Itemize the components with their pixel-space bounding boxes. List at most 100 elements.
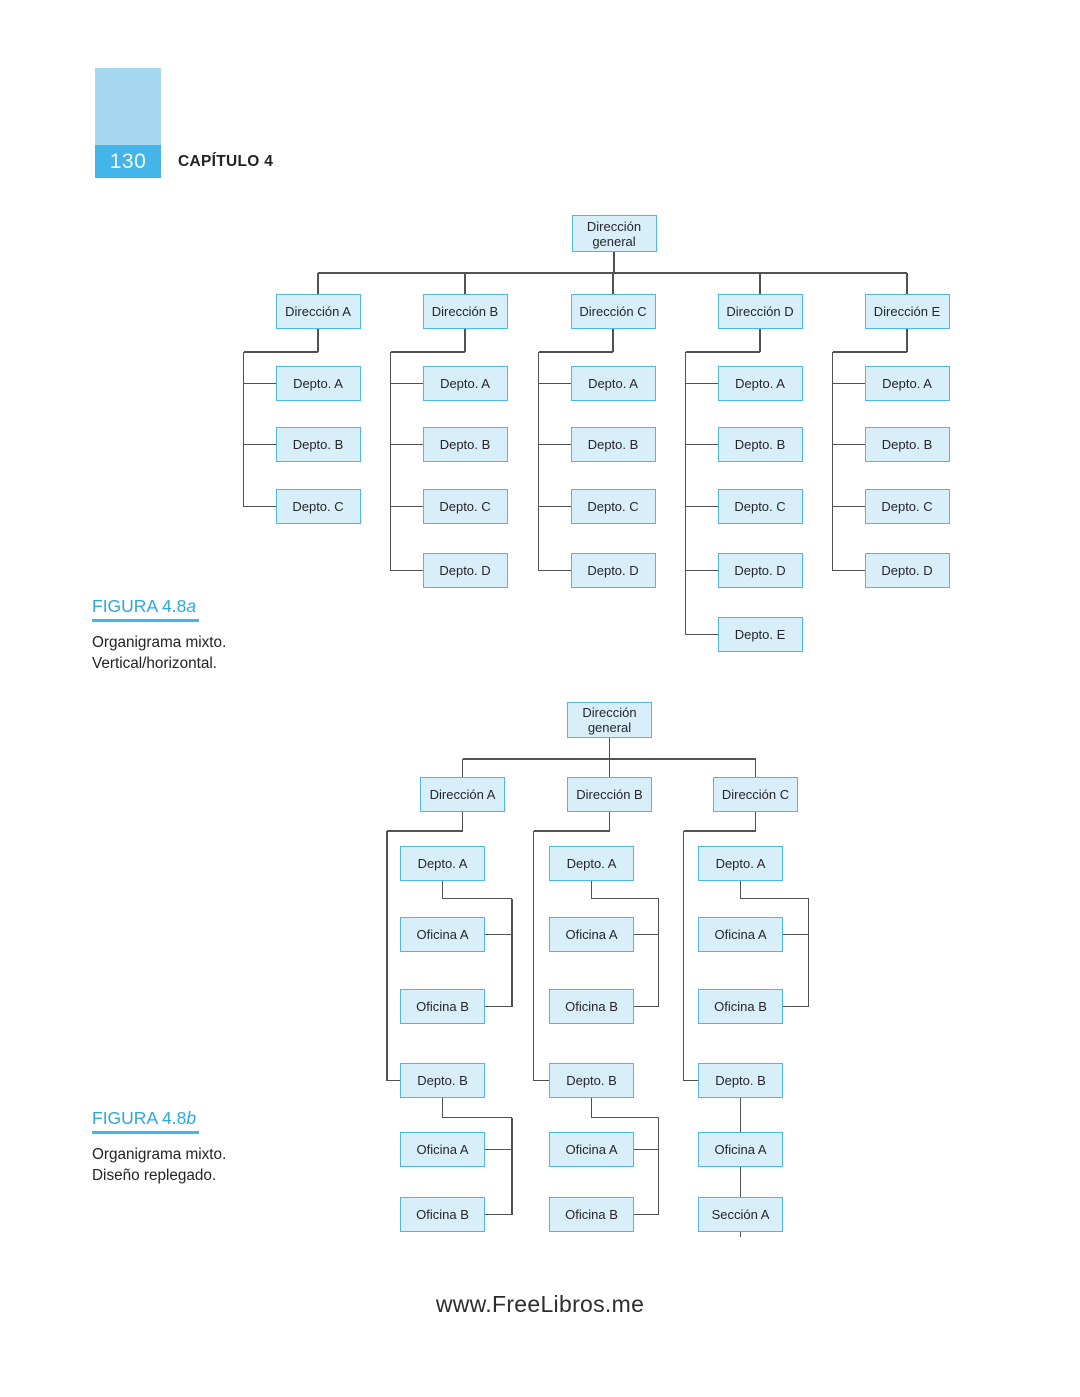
figure-a-caption-line1: Organigrama mixto. bbox=[92, 634, 227, 651]
org-chart-node-label: Depto. C bbox=[292, 499, 344, 514]
org-chart-node-label: Dirección general bbox=[582, 705, 637, 735]
connector-line bbox=[685, 569, 718, 572]
connector-line bbox=[739, 1098, 742, 1132]
org-chart-node: Dirección general bbox=[571, 215, 657, 252]
connector-line bbox=[685, 351, 760, 353]
org-chart-node: Depto. A bbox=[864, 366, 950, 401]
connector-line bbox=[464, 329, 466, 352]
chapter-heading: CAPÍTULO 4 bbox=[178, 152, 274, 170]
connector-line bbox=[591, 1116, 659, 1119]
connector-line bbox=[485, 933, 512, 936]
connector-line bbox=[441, 881, 444, 899]
org-chart-node-label: Dirección D bbox=[726, 304, 794, 319]
org-chart-node: Depto. A bbox=[275, 366, 361, 401]
connector-line bbox=[387, 830, 463, 832]
connector-line bbox=[243, 351, 318, 353]
connector-line bbox=[608, 738, 611, 759]
org-chart-node-label: Dirección C bbox=[579, 304, 647, 319]
figure-a-caption: Organigrama mixto. Vertical/horizontal. bbox=[92, 633, 226, 674]
org-chart-node: Dirección general bbox=[567, 702, 652, 738]
connector-line bbox=[242, 352, 245, 507]
org-chart-node-label: Oficina A bbox=[416, 1142, 469, 1157]
connector-line bbox=[739, 881, 742, 899]
connector-line bbox=[906, 273, 908, 294]
org-chart-node-label: Depto. B bbox=[439, 437, 491, 452]
connector-line bbox=[657, 1117, 660, 1215]
connector-line bbox=[831, 352, 834, 571]
connector-line bbox=[590, 1098, 593, 1118]
org-chart-node-label: Depto. B bbox=[292, 437, 344, 452]
connector-line bbox=[740, 897, 809, 900]
org-chart-node: Oficina B bbox=[549, 1197, 634, 1232]
connector-line bbox=[685, 633, 718, 636]
connector-line bbox=[538, 505, 571, 508]
org-chart-node-label: Depto. C bbox=[734, 499, 786, 514]
connector-line bbox=[832, 569, 865, 572]
org-chart-node-label: Depto. B bbox=[566, 1073, 617, 1088]
org-chart-node-label: Depto. D bbox=[734, 563, 786, 578]
org-chart-node-label: Depto. B bbox=[587, 437, 639, 452]
connector-line bbox=[243, 505, 276, 508]
connector-line bbox=[612, 329, 614, 352]
connector-line bbox=[317, 329, 319, 352]
connector-line bbox=[390, 351, 465, 353]
connector-line bbox=[634, 933, 659, 936]
footer-watermark: www.FreeLibros.me bbox=[435, 1291, 645, 1317]
org-chart-node: Depto. A bbox=[549, 846, 634, 881]
org-chart-node-label: Depto. A bbox=[566, 856, 617, 871]
connector-line bbox=[390, 382, 423, 385]
org-chart-node: Depto. A bbox=[422, 366, 508, 401]
connector-line bbox=[317, 273, 319, 294]
org-chart-node-label: Oficina A bbox=[565, 927, 618, 942]
figure-a-label-suffix: a bbox=[186, 596, 197, 616]
org-chart-node: Oficina B bbox=[549, 989, 634, 1024]
connector-line bbox=[387, 1079, 400, 1082]
org-chart-node-label: Depto. C bbox=[881, 499, 933, 514]
figure-b-caption-line2: Diseño replegado. bbox=[92, 1166, 217, 1184]
org-chart-node: Dirección A bbox=[275, 294, 361, 329]
connector-line bbox=[832, 443, 865, 446]
org-chart-node-label: Dirección A bbox=[429, 787, 496, 802]
connector-line bbox=[533, 830, 610, 832]
connector-line bbox=[590, 881, 593, 899]
org-chart-node: Depto. C bbox=[570, 489, 656, 524]
org-chart-node-label: Depto. E bbox=[734, 627, 786, 642]
connector-line bbox=[683, 830, 756, 832]
org-chart-node: Depto. B bbox=[570, 427, 656, 462]
org-chart-node-label: Depto. A bbox=[735, 376, 785, 391]
org-chart-node-label: Sección A bbox=[711, 1207, 770, 1222]
org-chart-node: Depto. B bbox=[400, 1063, 485, 1098]
org-chart-node-label: Oficina A bbox=[714, 927, 767, 942]
connector-line bbox=[511, 898, 513, 1007]
connector-line bbox=[461, 812, 464, 831]
org-chart-node: Dirección B bbox=[567, 777, 652, 812]
figure-a-label-text: FIGURA 4.8 bbox=[92, 596, 187, 616]
connector-line bbox=[783, 933, 809, 936]
org-chart-node: Depto. B bbox=[717, 427, 803, 462]
figure-b-rule bbox=[92, 1131, 199, 1134]
org-chart-node: Oficina B bbox=[400, 1197, 485, 1232]
connector-line bbox=[612, 273, 614, 294]
org-chart-node: Depto. E bbox=[717, 617, 803, 652]
figure-b-label-suffix: b bbox=[186, 1108, 197, 1128]
connector-line bbox=[243, 382, 276, 385]
org-chart-node-label: Depto. A bbox=[417, 856, 468, 871]
org-chart-node-label: Oficina B bbox=[714, 999, 767, 1014]
org-chart-node-label: Oficina B bbox=[565, 1207, 618, 1222]
connector-line bbox=[613, 252, 615, 273]
figure-b-caption-line1: Organigrama mixto. bbox=[92, 1146, 227, 1163]
org-chart-node: Depto. C bbox=[275, 489, 361, 524]
connector-line bbox=[386, 831, 388, 1081]
org-chart-node: Sección A bbox=[698, 1197, 783, 1232]
connector-line bbox=[759, 273, 761, 294]
org-chart-node: Dirección D bbox=[717, 294, 803, 329]
org-chart-node-label: Oficina A bbox=[416, 927, 469, 942]
org-chart-node: Dirección C bbox=[570, 294, 656, 329]
org-chart-node-label: Depto. A bbox=[293, 376, 343, 391]
org-chart-node: Oficina A bbox=[400, 1132, 485, 1167]
org-chart-node: Oficina A bbox=[698, 1132, 783, 1167]
connector-line bbox=[682, 831, 685, 1081]
org-chart-node: Depto. D bbox=[864, 553, 950, 588]
figure-a-caption-line2: Vertical/horizontal. bbox=[92, 654, 217, 672]
connector-line bbox=[634, 1148, 659, 1151]
